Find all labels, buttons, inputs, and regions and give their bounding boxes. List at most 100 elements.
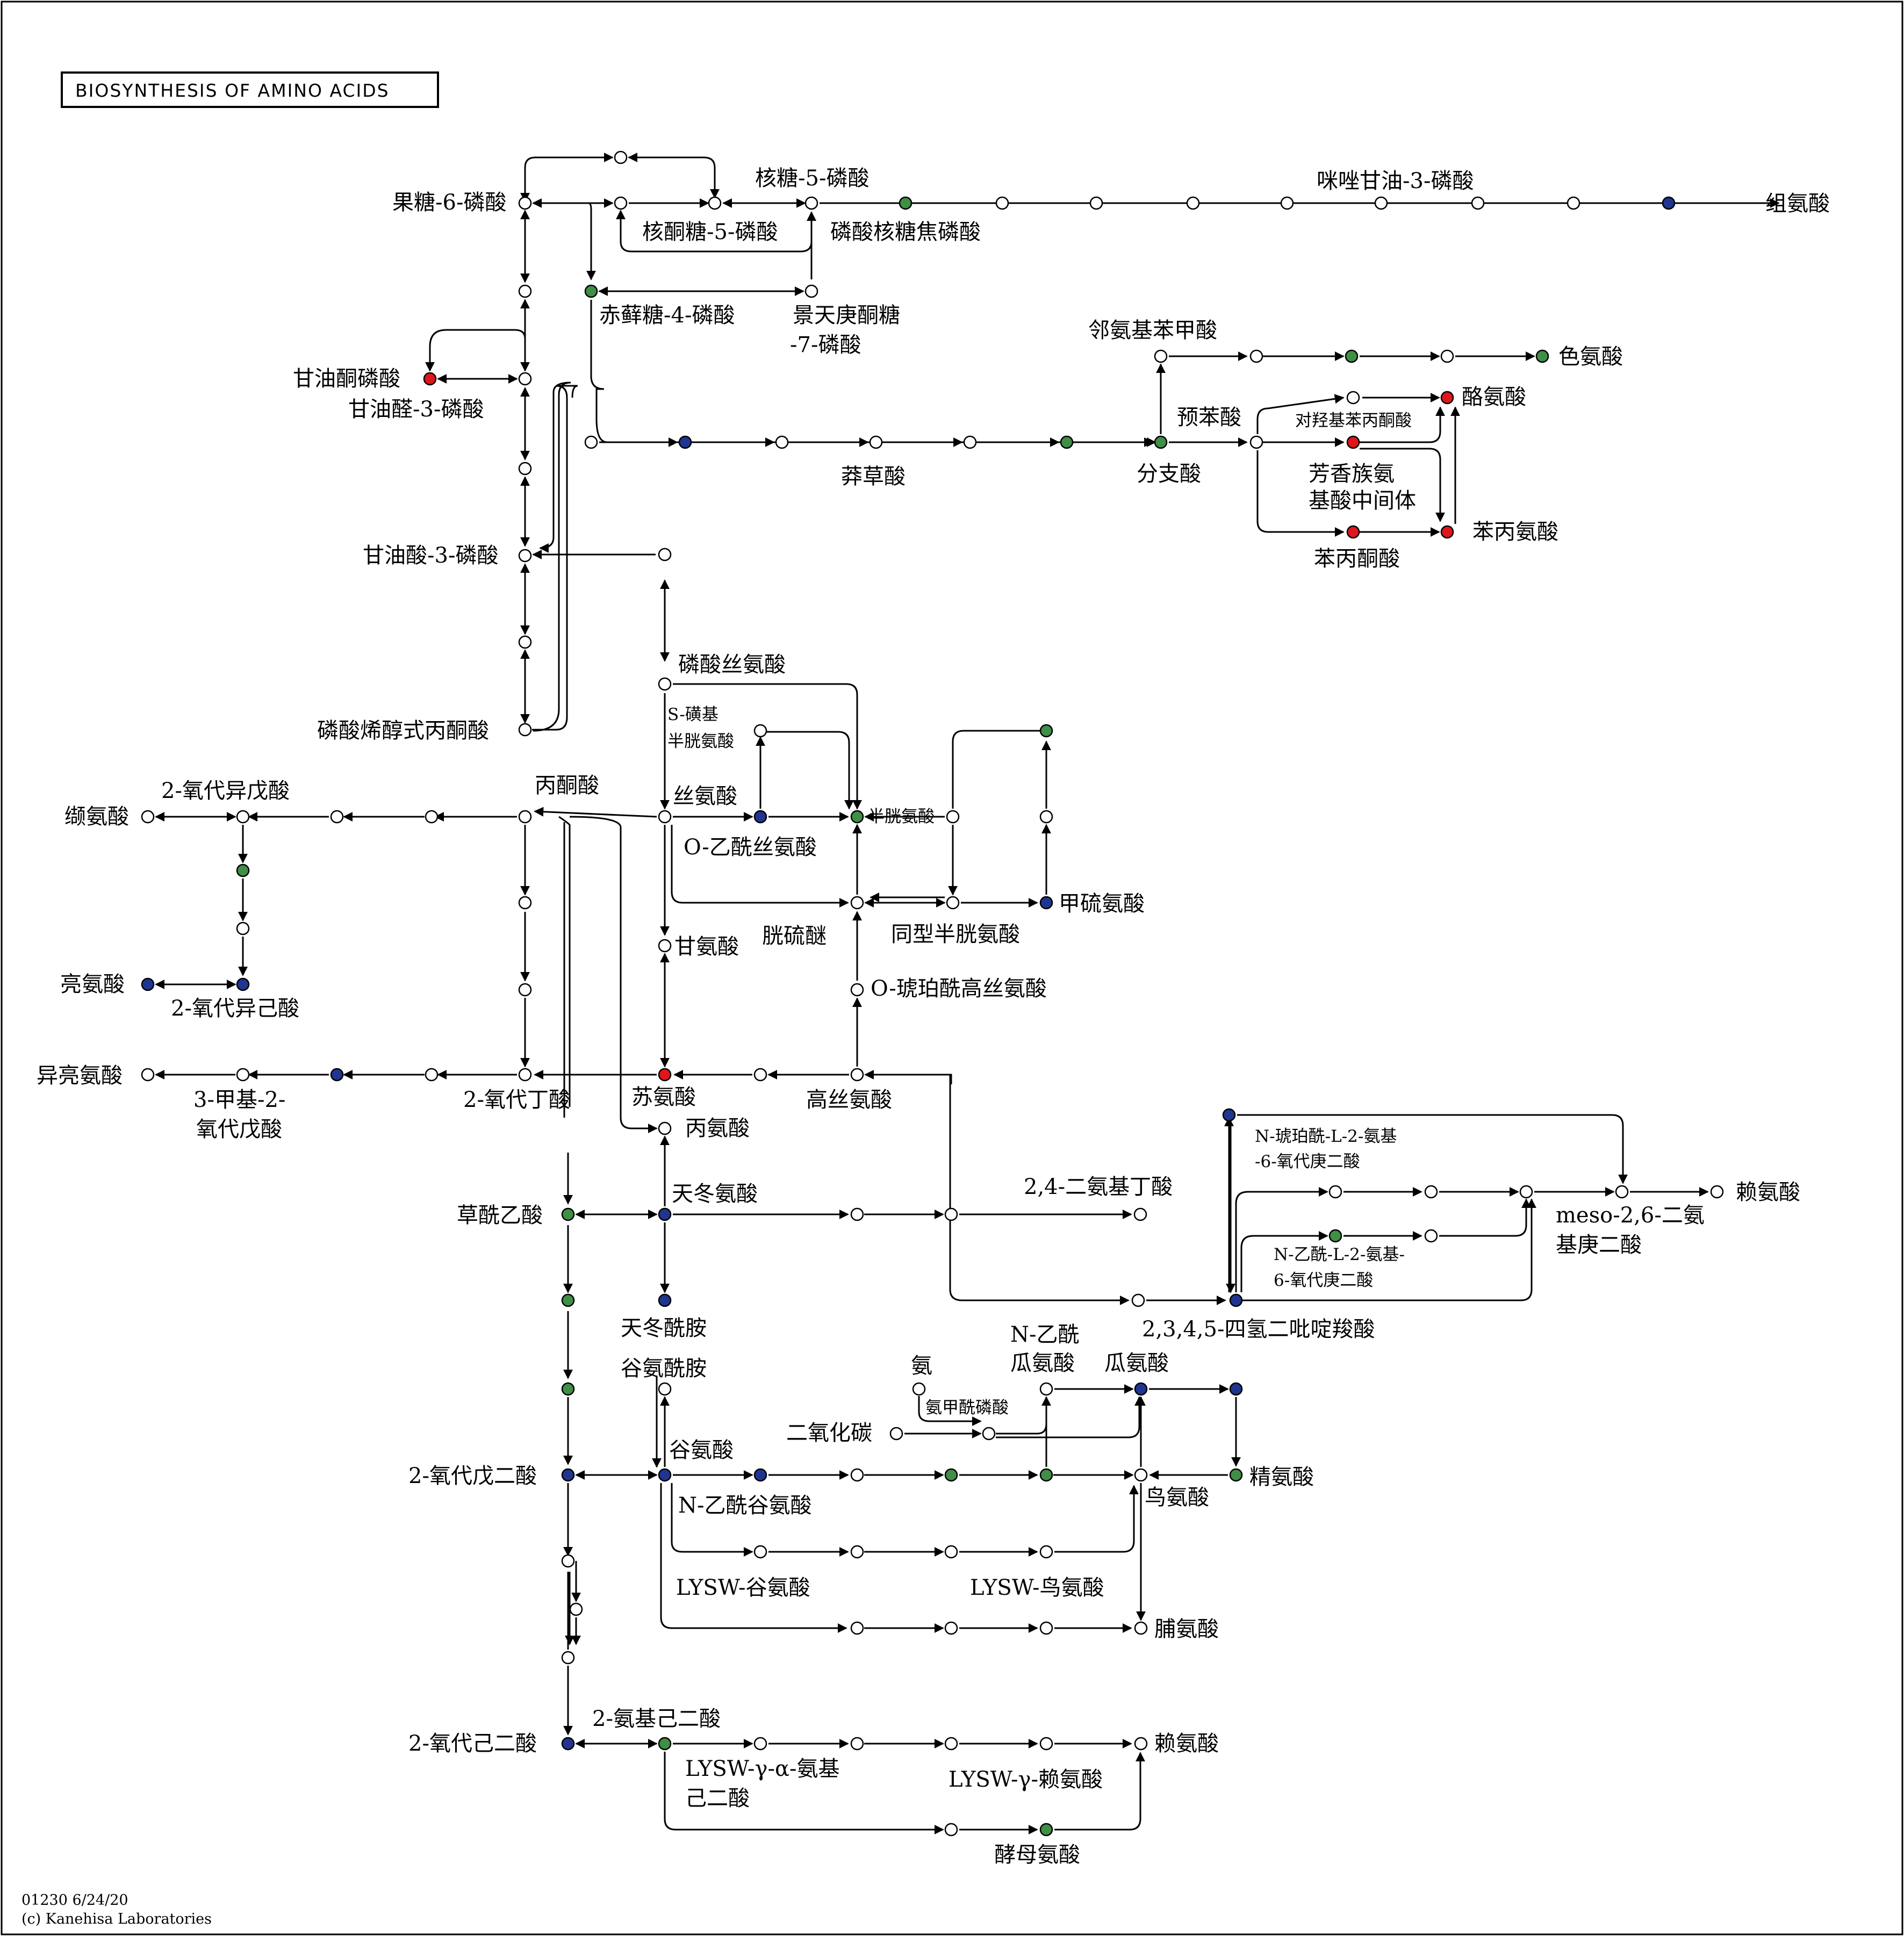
compound-node-red[interactable] [1346, 435, 1360, 449]
compound-node-green[interactable] [850, 810, 864, 824]
compound-node-white[interactable] [1134, 1737, 1148, 1751]
compound-node-blue[interactable] [658, 1207, 672, 1221]
compound-node-white[interactable] [869, 435, 883, 449]
compound-node-white[interactable] [518, 284, 532, 298]
compound-node-white[interactable] [1249, 349, 1263, 363]
compound-node-white[interactable] [946, 896, 960, 910]
compound-node-white[interactable] [1131, 1293, 1145, 1307]
map-title-box[interactable]: BIOSYNTHESIS OF AMINO ACIDS [61, 71, 439, 108]
compound-node-white[interactable] [236, 922, 250, 935]
compound-node-blue[interactable] [658, 1293, 672, 1307]
compound-node-white[interactable] [1519, 1185, 1533, 1199]
compound-node-white[interactable] [518, 462, 532, 476]
compound-node-red[interactable] [423, 372, 437, 386]
compound-node-blue[interactable] [561, 1737, 575, 1751]
compound-node-green[interactable] [899, 196, 913, 210]
compound-node-white[interactable] [1249, 435, 1263, 449]
compound-node-red[interactable] [1346, 525, 1360, 539]
compound-node-blue[interactable] [1222, 1108, 1236, 1122]
compound-node-white[interactable] [775, 435, 789, 449]
compound-node-blue[interactable] [1662, 196, 1676, 210]
compound-node-white[interactable] [850, 896, 864, 910]
compound-node-white[interactable] [584, 435, 598, 449]
compound-node-blue[interactable] [1039, 896, 1053, 910]
compound-node-white[interactable] [804, 196, 818, 210]
compound-node-white[interactable] [963, 435, 977, 449]
compound-node-green[interactable] [1039, 1823, 1053, 1837]
compound-node-white[interactable] [425, 1068, 439, 1082]
compound-node-white[interactable] [1039, 1382, 1053, 1396]
compound-node-white[interactable] [658, 810, 672, 824]
compound-node-white[interactable] [1471, 196, 1485, 210]
compound-node-white[interactable] [912, 1382, 926, 1396]
compound-node-blue[interactable] [753, 810, 767, 824]
compound-node-white[interactable] [1346, 391, 1360, 405]
compound-node-white[interactable] [1039, 1737, 1053, 1751]
compound-node-white[interactable] [518, 1068, 532, 1082]
compound-node-white[interactable] [850, 1068, 864, 1082]
compound-node-white[interactable] [1133, 1207, 1147, 1221]
compound-node-blue[interactable] [658, 1468, 672, 1482]
compound-node-white[interactable] [1039, 810, 1053, 824]
compound-node-green[interactable] [1229, 1468, 1243, 1482]
compound-node-green[interactable] [1345, 349, 1359, 363]
compound-node-white[interactable] [1089, 196, 1103, 210]
compound-node-red[interactable] [658, 1068, 672, 1082]
compound-node-white[interactable] [850, 983, 864, 997]
compound-node-white[interactable] [518, 810, 532, 824]
compound-node-white[interactable] [614, 196, 628, 210]
compound-node-green[interactable] [1328, 1229, 1342, 1243]
compound-node-white[interactable] [569, 1602, 583, 1616]
compound-node-white[interactable] [614, 150, 628, 164]
compound-node-white[interactable] [141, 810, 155, 824]
compound-node-white[interactable] [944, 1621, 958, 1635]
compound-node-white[interactable] [1374, 196, 1388, 210]
compound-node-white[interactable] [1615, 1185, 1629, 1199]
compound-node-white[interactable] [753, 1545, 767, 1559]
compound-node-white[interactable] [518, 635, 532, 649]
compound-node-green[interactable] [944, 1468, 958, 1482]
compound-node-white[interactable] [753, 1737, 767, 1751]
compound-node-blue[interactable] [236, 977, 250, 991]
compound-node-blue[interactable] [1134, 1382, 1148, 1396]
compound-node-white[interactable] [995, 196, 1009, 210]
compound-node-white[interactable] [889, 1427, 903, 1441]
compound-node-white[interactable] [708, 196, 722, 210]
compound-node-white[interactable] [658, 1121, 672, 1135]
compound-node-green[interactable] [561, 1382, 575, 1396]
compound-node-blue[interactable] [1229, 1293, 1243, 1307]
compound-node-white[interactable] [518, 983, 532, 997]
compound-node-blue[interactable] [678, 435, 692, 449]
compound-node-green[interactable] [584, 284, 598, 298]
compound-node-white[interactable] [804, 284, 818, 298]
compound-node-green[interactable] [1154, 435, 1168, 449]
compound-node-blue[interactable] [141, 977, 155, 991]
compound-node-white[interactable] [1039, 1621, 1053, 1635]
compound-node-white[interactable] [1328, 1185, 1342, 1199]
compound-node-white[interactable] [1134, 1468, 1148, 1482]
compound-node-white[interactable] [850, 1621, 864, 1635]
compound-node-white[interactable] [141, 1068, 155, 1082]
compound-node-white[interactable] [1567, 196, 1580, 210]
compound-node-white[interactable] [850, 1468, 864, 1482]
compound-node-white[interactable] [946, 810, 960, 824]
compound-node-white[interactable] [753, 1068, 767, 1082]
compound-node-white[interactable] [850, 1737, 864, 1751]
compound-node-blue[interactable] [753, 1468, 767, 1482]
compound-node-white[interactable] [1039, 1545, 1053, 1559]
compound-node-green[interactable] [658, 1737, 672, 1751]
compound-node-blue[interactable] [1229, 1382, 1243, 1396]
compound-node-white[interactable] [1186, 196, 1200, 210]
compound-node-white[interactable] [1440, 349, 1454, 363]
compound-node-white[interactable] [425, 810, 439, 824]
compound-node-white[interactable] [1424, 1185, 1438, 1199]
compound-node-white[interactable] [518, 549, 532, 563]
compound-node-white[interactable] [330, 810, 344, 824]
compound-node-white[interactable] [944, 1207, 958, 1221]
compound-node-green[interactable] [1039, 1468, 1053, 1482]
compound-node-white[interactable] [236, 810, 250, 824]
compound-node-white[interactable] [944, 1737, 958, 1751]
compound-node-white[interactable] [561, 1554, 575, 1568]
compound-node-white[interactable] [658, 677, 672, 691]
compound-node-blue[interactable] [561, 1468, 575, 1482]
